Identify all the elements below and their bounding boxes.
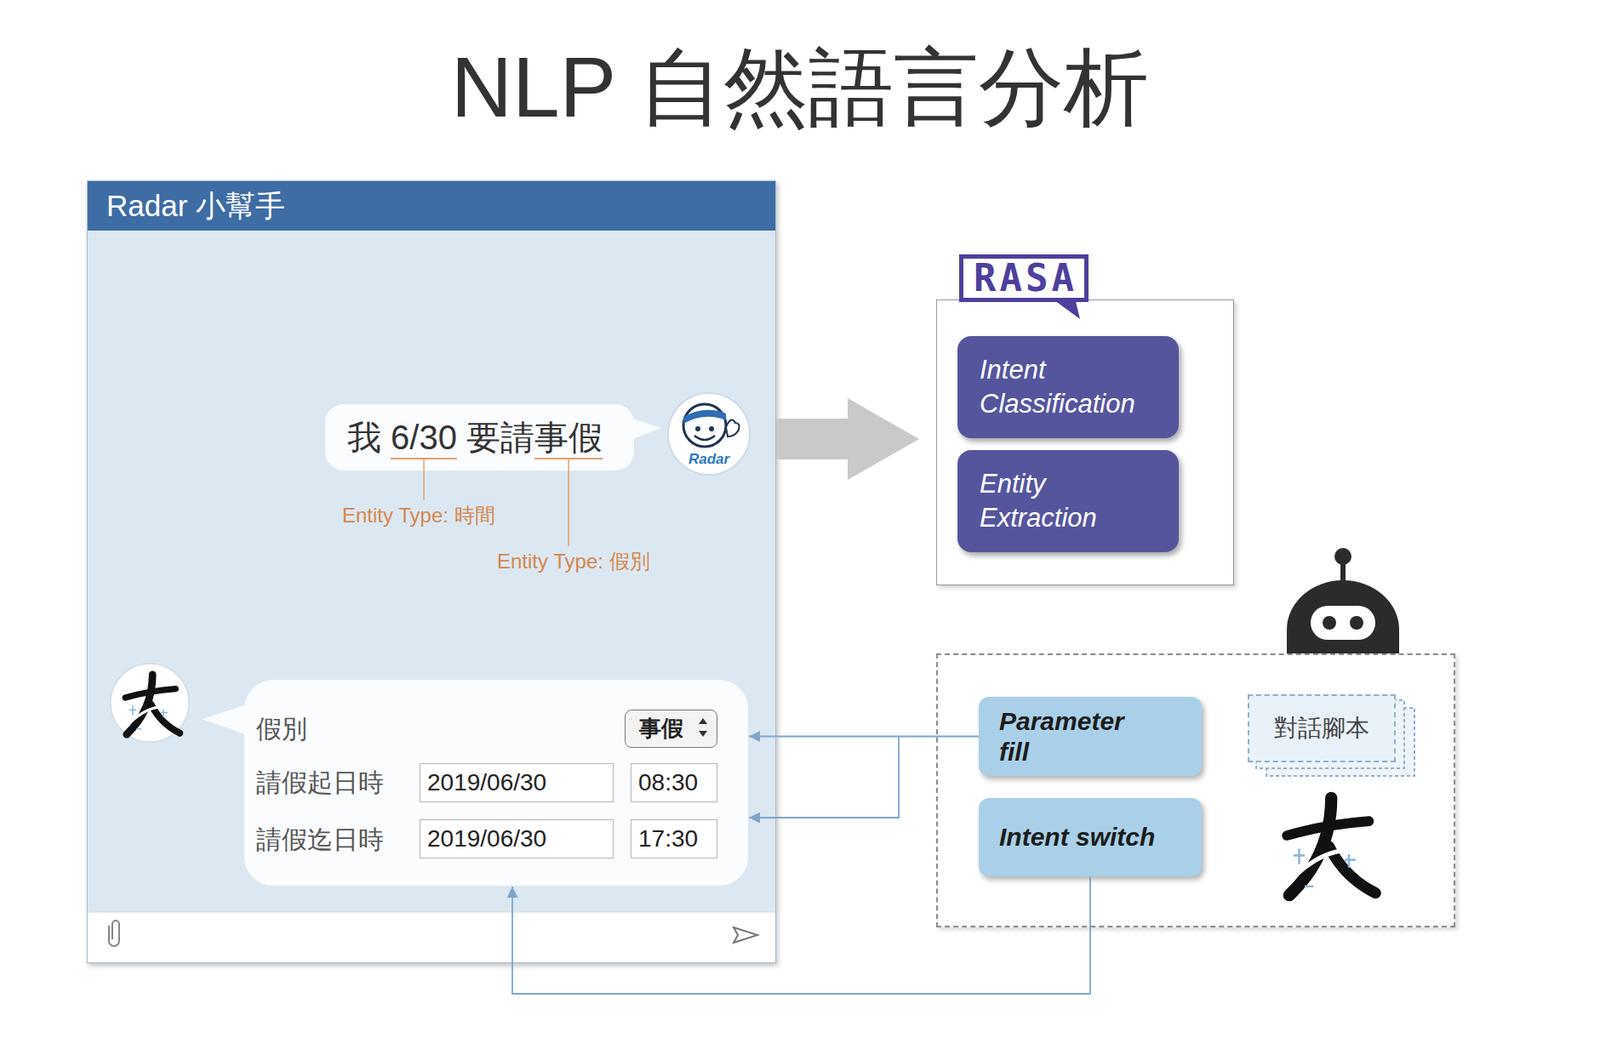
avatar-eye xyxy=(695,426,701,432)
field-value: 2019/06/30 xyxy=(427,769,547,797)
connector xyxy=(776,398,920,480)
leader-line xyxy=(422,458,425,501)
bot-avatar-circle xyxy=(110,663,189,743)
field-label: 假別 xyxy=(256,714,308,745)
brand-logo xyxy=(1286,798,1376,896)
message-text: 我 6/30 要請事假 xyxy=(347,416,612,459)
bot-logo xyxy=(125,674,180,735)
send-icon xyxy=(733,927,758,943)
time-field: 08:30 xyxy=(630,763,718,803)
field-label: 請假起日時 xyxy=(256,767,384,799)
dialogue-panel: Parameter fillIntent switch 對話腳本 xyxy=(936,653,1456,928)
robot-visor xyxy=(1310,605,1376,640)
connector xyxy=(748,737,979,819)
user-message-bubble: 我 6/30 要請事假 xyxy=(325,404,635,471)
block-arrow xyxy=(776,398,920,480)
input-bar xyxy=(87,912,776,963)
connector xyxy=(512,876,1091,995)
field-label: 請假迄日時 xyxy=(256,824,384,856)
avatar-headband xyxy=(683,410,726,424)
date-field: 2019/06/30 xyxy=(419,819,614,859)
dialogue-action-box: Parameter fill xyxy=(978,697,1202,777)
nlu-component-box: Entity Extraction xyxy=(957,450,1179,553)
avatar-face xyxy=(683,404,726,447)
select-arrow xyxy=(698,718,708,725)
paper-sheet xyxy=(1256,700,1405,769)
time-field: 17:30 xyxy=(630,819,718,859)
dialogue-script-stack: 對話腳本 xyxy=(1247,694,1396,763)
avatar-logo-text: Radar xyxy=(688,451,730,469)
diagram-title: NLP 自然語言分析 xyxy=(0,35,1600,138)
leader-line xyxy=(567,458,570,547)
field-value: 2019/06/30 xyxy=(427,825,547,853)
field-value: 17:30 xyxy=(638,825,698,853)
bubble-tail xyxy=(201,703,250,737)
avatar-circle xyxy=(668,393,750,475)
entity-type-label: Entity Type: 時間 xyxy=(342,503,496,528)
avatar-smile xyxy=(694,435,715,440)
date-field: 2019/06/30 xyxy=(419,763,614,803)
logo-heading: RASA xyxy=(959,254,1089,303)
action-label: Intent switch xyxy=(999,822,1155,853)
rasa-panel: RASAIntent ClassificationEntity Extracti… xyxy=(936,299,1235,586)
field-value: 08:30 xyxy=(638,769,698,797)
connector xyxy=(748,736,979,738)
connector xyxy=(512,876,1091,995)
entity-underline xyxy=(390,457,458,460)
robot-antenna xyxy=(1340,561,1346,588)
script-label: 對話腳本 xyxy=(1274,712,1370,745)
entity-type-label: Entity Type: 假別 xyxy=(497,549,651,574)
avatar-hand xyxy=(725,419,740,437)
robot-head xyxy=(1286,580,1400,654)
component-label: Intent Classification xyxy=(979,353,1157,422)
bubble-tail xyxy=(630,417,662,440)
field-value: 事假 xyxy=(639,714,684,744)
robot-eye xyxy=(1322,616,1337,630)
select-arrow xyxy=(698,731,708,738)
paperclip-icon xyxy=(108,920,120,947)
select-field: 事假 xyxy=(624,709,718,749)
chat-window: Radar 小幫手我 6/30 要請事假假別請假起日時請假迄日時 事假 2019/0… xyxy=(86,180,777,964)
logo-tail xyxy=(1051,297,1080,320)
paper-sheet xyxy=(1266,708,1415,777)
action-label: Parameter fill xyxy=(999,706,1149,768)
entity-underline xyxy=(534,457,603,460)
robot-eye xyxy=(1349,616,1364,630)
nlu-component-box: Intent Classification xyxy=(957,336,1179,439)
connector xyxy=(748,737,899,819)
robot-antenna-ball xyxy=(1334,548,1352,566)
input-bar-border xyxy=(87,912,776,914)
component-label: Entity Extraction xyxy=(979,467,1157,536)
form-message-bubble: 假別請假起日時請假迄日時 事假 2019/06/30 08:30 2019/06/30 1… xyxy=(244,680,749,886)
dialogue-action-box: Intent switch xyxy=(978,798,1202,877)
avatar-eye xyxy=(708,426,715,432)
window-title: Radar 小幫手 xyxy=(87,181,776,231)
